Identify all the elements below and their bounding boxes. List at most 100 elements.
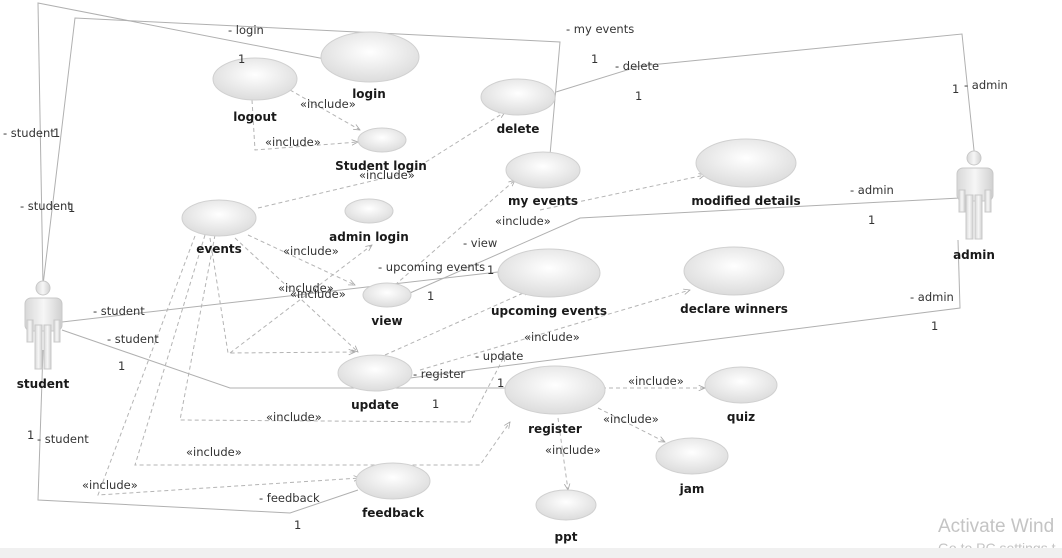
multiplicities: 1 1 1 1 1 1 1 1 1 1 1 1 1 1 1 bbox=[27, 52, 959, 532]
label-my-events: - my events bbox=[566, 22, 634, 36]
dep-view-my-events[interactable] bbox=[394, 180, 515, 286]
usecase-student-login[interactable]: Student login bbox=[335, 127, 427, 173]
actor-admin-label: admin bbox=[953, 248, 995, 262]
dep-update-upcoming[interactable] bbox=[384, 289, 530, 356]
usecase-jam-label: jam bbox=[679, 482, 705, 496]
usecase-delete-label: delete bbox=[497, 122, 540, 136]
usecase-events[interactable]: events bbox=[181, 199, 257, 256]
usecase-declare-winners[interactable]: declare winners bbox=[680, 246, 788, 316]
label-update: - update bbox=[475, 349, 523, 363]
use-cases: login logout Student login delete my eve… bbox=[181, 31, 801, 544]
mult-5: 1 bbox=[53, 126, 60, 140]
mult-7: 1 bbox=[868, 213, 875, 227]
label-student-2: - student bbox=[20, 199, 72, 213]
mult-14: 1 bbox=[27, 428, 34, 442]
usecase-upcoming-events-label: upcoming events bbox=[491, 304, 607, 318]
dep-register-jam[interactable] bbox=[597, 407, 665, 442]
include-label-13: «include» bbox=[186, 445, 242, 459]
dep-events-register[interactable] bbox=[134, 234, 510, 466]
dep-update-declare[interactable] bbox=[419, 290, 690, 371]
include-label-2: «include» bbox=[265, 135, 321, 149]
mult-10: 1 bbox=[931, 319, 938, 333]
usecase-jam[interactable]: jam bbox=[655, 437, 729, 496]
dep-events-upcoming[interactable] bbox=[179, 234, 505, 423]
label-student-1: - student bbox=[3, 126, 55, 140]
include-label-8: «include» bbox=[524, 330, 580, 344]
usecase-login[interactable]: login bbox=[320, 31, 420, 101]
usecase-feedback-label: feedback bbox=[362, 506, 425, 520]
actor-student-label: student bbox=[17, 377, 70, 391]
mult-9: 1 bbox=[427, 289, 434, 303]
label-feedback: - feedback bbox=[259, 491, 320, 505]
assoc-student-feedback[interactable] bbox=[37, 349, 359, 514]
mult-13: 1 bbox=[432, 397, 439, 411]
label-admin-2: - admin bbox=[850, 183, 894, 197]
actor-admin[interactable]: admin bbox=[953, 150, 995, 262]
usecase-upcoming-events[interactable]: upcoming events bbox=[491, 248, 607, 318]
assoc-admin-update[interactable] bbox=[409, 239, 961, 379]
include-label-11: «include» bbox=[266, 410, 322, 424]
include-label-6: «include» bbox=[278, 281, 334, 295]
usecase-quiz[interactable]: quiz bbox=[704, 366, 778, 424]
assoc-admin-view[interactable] bbox=[409, 197, 961, 294]
usecase-view-label: view bbox=[371, 314, 402, 328]
admin-figure-icon bbox=[956, 150, 994, 240]
dep-events-view-upper[interactable] bbox=[229, 245, 372, 354]
include-label-12: «include» bbox=[545, 443, 601, 457]
usecase-update[interactable]: update bbox=[337, 354, 413, 412]
usecase-my-events[interactable]: my events bbox=[505, 151, 581, 208]
mult-12: 1 bbox=[497, 376, 504, 390]
usecase-admin-login[interactable]: admin login bbox=[329, 198, 409, 244]
label-login: - login bbox=[228, 23, 264, 37]
include-label-5: «include» bbox=[283, 244, 339, 258]
assoc-student-register[interactable] bbox=[61, 329, 505, 389]
include-label-14: «include» bbox=[82, 478, 138, 492]
include-label-4: «include» bbox=[495, 214, 551, 228]
mult-8: 1 bbox=[487, 263, 494, 277]
usecase-declare-winners-label: declare winners bbox=[680, 302, 788, 316]
usecase-ppt[interactable]: ppt bbox=[535, 489, 597, 544]
usecase-delete[interactable]: delete bbox=[480, 78, 556, 136]
dep-events-self[interactable] bbox=[209, 237, 355, 353]
usecase-quiz-label: quiz bbox=[727, 410, 755, 424]
dep-my-events-modified[interactable] bbox=[539, 175, 705, 211]
include-label-3: «include» bbox=[359, 168, 415, 182]
dep-events-feedback[interactable] bbox=[97, 235, 360, 496]
actor-student[interactable]: student bbox=[17, 280, 70, 391]
usecase-logout[interactable]: logout bbox=[212, 57, 298, 124]
assoc-admin-delete[interactable] bbox=[555, 33, 976, 161]
usecase-register-label: register bbox=[528, 422, 582, 436]
label-delete: - delete bbox=[615, 59, 659, 73]
assoc-student-login[interactable] bbox=[37, 2, 331, 286]
dep-events-delete[interactable] bbox=[257, 112, 505, 209]
mult-1: 1 bbox=[238, 52, 245, 66]
usecase-view[interactable]: view bbox=[362, 282, 412, 328]
dep-events-view[interactable] bbox=[247, 234, 355, 286]
mult-6: 1 bbox=[68, 201, 75, 215]
label-student-3: - student bbox=[93, 304, 145, 318]
label-student-4: - student bbox=[107, 332, 159, 346]
usecase-logout-label: logout bbox=[233, 110, 277, 124]
label-register: - register bbox=[413, 367, 465, 381]
dep-logout-student-login[interactable] bbox=[251, 99, 358, 151]
dep-register-ppt[interactable] bbox=[557, 417, 568, 490]
usecase-events-label: events bbox=[196, 242, 242, 256]
usecase-ppt-label: ppt bbox=[555, 530, 578, 544]
usecase-feedback[interactable]: feedback bbox=[355, 462, 431, 520]
include-labels: «include» «include» «include» «include» … bbox=[82, 97, 684, 492]
usecase-register[interactable]: register bbox=[504, 365, 606, 436]
usecase-admin-login-label: admin login bbox=[329, 230, 409, 244]
watermark-line1: Activate Wind bbox=[938, 516, 1054, 537]
associations bbox=[37, 2, 976, 514]
bottom-scroll-bar bbox=[0, 548, 1062, 558]
mult-4: 1 bbox=[952, 82, 959, 96]
usecase-my-events-label: my events bbox=[508, 194, 578, 208]
mult-2: 1 bbox=[591, 52, 598, 66]
include-label-10: «include» bbox=[603, 412, 659, 426]
usecase-modified-details[interactable]: modified details bbox=[691, 138, 801, 208]
usecase-student-login-label: Student login bbox=[335, 159, 427, 173]
include-label-1: «include» bbox=[300, 97, 356, 111]
label-upcoming-events: - upcoming events bbox=[378, 260, 485, 274]
label-admin-3: - admin bbox=[910, 290, 954, 304]
assoc-student-upcoming[interactable] bbox=[61, 271, 499, 323]
